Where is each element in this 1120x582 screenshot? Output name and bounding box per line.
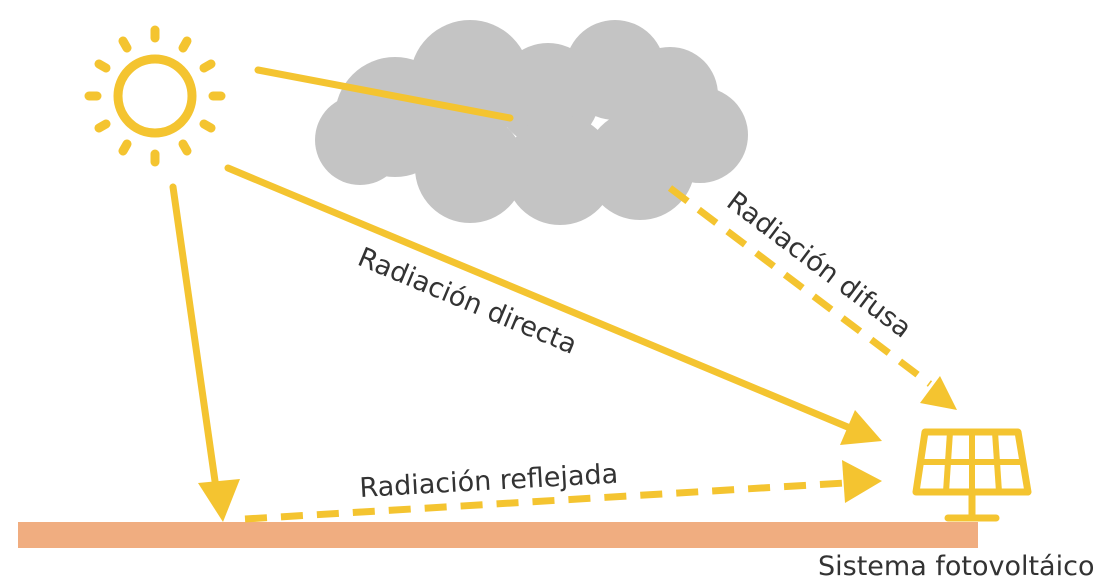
ground	[18, 522, 978, 548]
solar-panel-icon	[912, 428, 1032, 522]
diffuse-radiation-arrow	[667, 185, 957, 410]
sun-icon	[84, 25, 226, 167]
ground-radiation-arrow	[169, 183, 240, 522]
diffuse-radiation-label: Radiación difusa	[721, 186, 917, 345]
cloud	[315, 20, 748, 225]
ray-to-cloud	[254, 66, 514, 122]
reflected-radiation-arrow	[244, 460, 882, 523]
direct-radiation-arrow	[224, 164, 882, 445]
photovoltaic-system-label: Sistema fotovoltáico	[818, 551, 1094, 582]
